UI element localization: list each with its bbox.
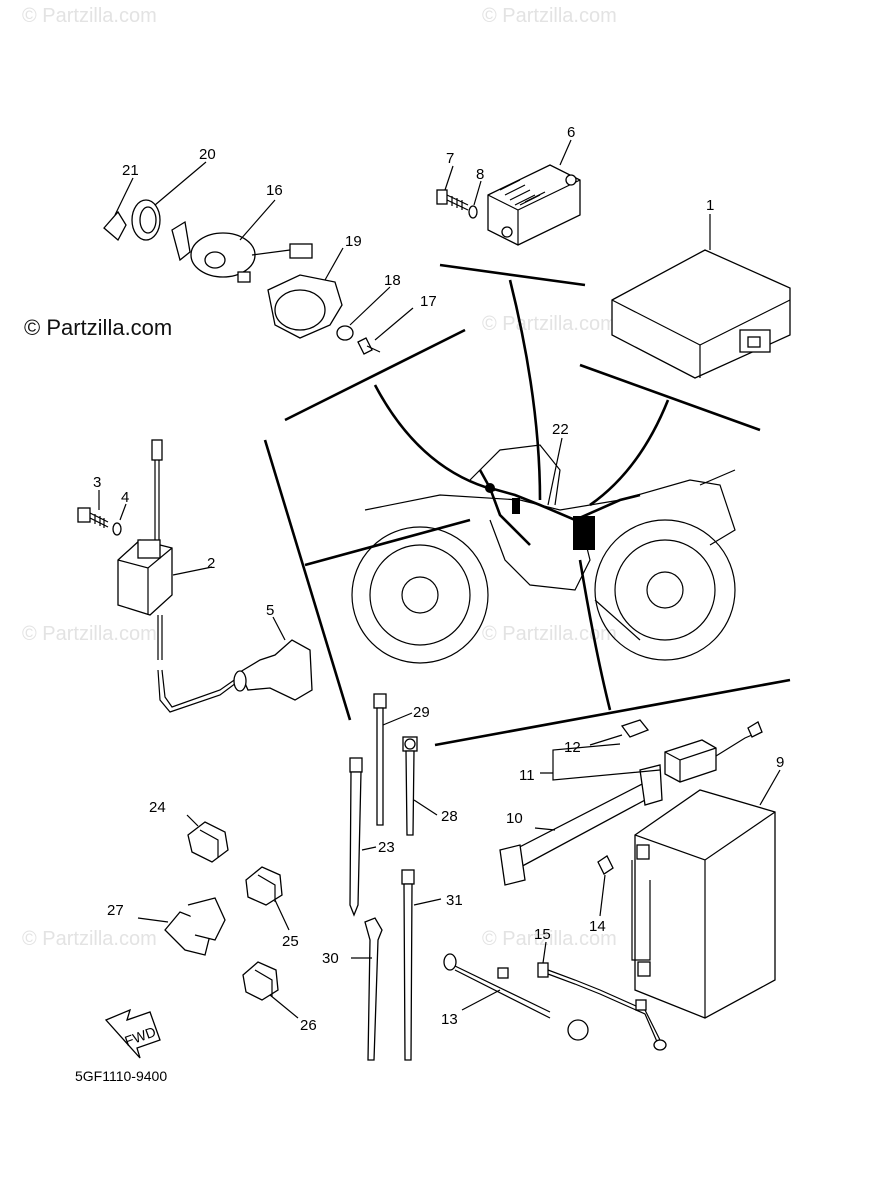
callout-29: 29 [413,704,430,721]
part-8-washer [468,205,478,219]
part-7-bolt [436,189,469,211]
watermark: © Partzilla.com [482,928,617,950]
diagram-code: 5GF1110-9400 [75,1068,167,1084]
part-28-cable-tie [402,736,418,836]
callout-26: 26 [300,1017,317,1034]
watermark: © Partzilla.com [22,623,157,645]
callout-30: 30 [322,950,339,967]
part-25-clamp [245,866,283,906]
callout-2: 2 [207,555,215,572]
callout-23: 23 [378,839,395,856]
watermark: © Partzilla.com [22,5,157,27]
watermark: © Partzilla.com [482,5,617,27]
fwd-arrow-icon: FWD [104,1008,161,1059]
callout-9: 9 [776,754,784,771]
callout-6: 6 [567,124,575,141]
callout-27: 27 [107,902,124,919]
callout-20: 20 [199,146,216,163]
motorcycle-illustration [351,444,736,664]
part-1-control-unit [611,249,791,379]
part-4-washer [112,522,122,536]
callout-7: 7 [446,150,454,167]
part-6-rectifier [487,164,581,246]
callout-10: 10 [506,810,523,827]
callout-21: 21 [122,162,139,179]
callout-17: 17 [420,293,437,310]
part-9-battery [631,789,776,1019]
part-26-clamp [242,961,279,1001]
part-5-plug-cap [233,639,313,701]
part-13-battery-lead [443,953,589,1041]
callout-1: 1 [706,197,714,214]
part-14-clip [597,855,614,875]
watermark-group: © Partzilla.com © Partzilla.com © Partzi… [22,5,617,950]
watermark-main: © Partzilla.com [24,315,172,340]
part-2-ignition-coil [117,439,241,713]
part-15-cable [537,962,667,1051]
part-27-clamp [164,897,226,956]
callout-19: 19 [345,233,362,250]
callout-11: 11 [519,767,535,784]
callout-16: 16 [266,182,283,199]
sector-lines [263,263,791,747]
callout-12: 12 [564,739,581,756]
callout-13: 13 [441,1011,458,1028]
part-18-washer [336,325,354,341]
part-11-fuse-holder [664,721,763,783]
callout-24: 24 [149,799,166,816]
part-10-battery-band [499,764,663,886]
part-3-bolt [77,507,109,528]
callout-31: 31 [446,892,463,909]
callout-4: 4 [121,489,129,506]
callout-28: 28 [441,808,458,825]
part-31-cable-tie [401,869,415,1061]
part-16-main-switch [171,220,313,283]
watermark: © Partzilla.com [482,313,617,335]
part-17-screw [357,337,381,355]
part-20-ring [131,199,161,241]
callout-14: 14 [589,918,606,935]
part-21-cover [103,210,127,242]
part-29-cable-tie [373,693,387,826]
part-24-clamp [187,821,229,863]
callout-leader-lines [98,139,781,1019]
callout-8: 8 [476,166,484,183]
part-30-cable-tie [364,917,383,1061]
part-12-fuse [620,719,650,738]
watermark: © Partzilla.com [22,928,157,950]
watermark: © Partzilla.com [482,623,617,645]
callout-labels: 1 2 3 4 5 6 7 8 9 10 11 12 13 14 15 16 1… [93,124,784,1034]
part-19-switch-cover [267,274,343,339]
callout-3: 3 [93,474,101,491]
callout-18: 18 [384,272,401,289]
callout-5: 5 [266,602,274,619]
callout-25: 25 [282,933,299,950]
callout-22: 22 [552,421,569,438]
part-23-cable-tie [349,757,363,917]
callout-15: 15 [534,926,551,943]
